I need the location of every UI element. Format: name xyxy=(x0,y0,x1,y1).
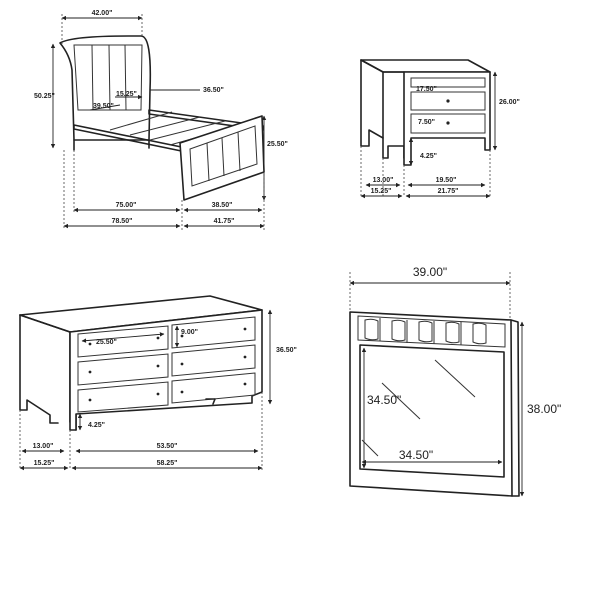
mirror-glass-width-label: 34.50" xyxy=(399,448,433,462)
bed-inner-length-label: 39.50" xyxy=(93,103,114,110)
bed-headboard-height-label: 50.25" xyxy=(34,93,55,100)
dresser-height-label: 36.50" xyxy=(276,347,297,354)
bed-foot-width-label: 38.50" xyxy=(212,202,233,209)
bed-slat-gap-label: 15.25" xyxy=(116,91,137,98)
dresser-leg-height-label: 4.25" xyxy=(88,422,105,429)
headboard xyxy=(59,35,152,151)
dresser-drawing: 25.50" 9.00" 36.50" 4.25" 13.00" 53.50" … xyxy=(19,295,297,471)
nightstand-depth-label: 15.25" xyxy=(371,188,392,195)
nightstand-leg-height-label: 4.25" xyxy=(420,153,437,160)
bed-footboard-height-label: 25.50" xyxy=(267,141,288,148)
dresser-width-label: 58.25" xyxy=(157,460,178,467)
nightstand-drawing: 17.50" 7.50" 26.00" 4.25" 13.00" 19.50" … xyxy=(360,59,520,199)
dresser-depth-inner-label: 13.00" xyxy=(33,443,54,450)
bed-rail-length-label: 75.00" xyxy=(116,202,137,209)
dresser-depth-label: 15.25" xyxy=(34,460,55,467)
mirror-drawing: 39.00" 38.00" 34.50" 34.50" xyxy=(349,265,561,497)
dresser-drawer-width-label: 25.50" xyxy=(96,339,117,346)
nightstand-depth-inner-label: 13.00" xyxy=(373,177,394,184)
bed-total-width-label: 41.75" xyxy=(214,218,235,225)
mirror-width-label: 39.00" xyxy=(413,265,447,279)
bed-inner-width-label: 36.50" xyxy=(203,87,224,94)
bed-width-top-label: 42.00" xyxy=(92,10,113,17)
nightstand-drawer-top-label: 17.50" xyxy=(416,86,437,93)
dresser-drawer-height-label: 9.00" xyxy=(181,329,198,336)
nightstand-width-inner-label: 19.50" xyxy=(436,177,457,184)
nightstand-height-label: 26.00" xyxy=(499,99,520,106)
mirror-height-label: 38.00" xyxy=(527,402,561,416)
nightstand-drawer-bottom-label: 7.50" xyxy=(418,119,435,126)
mirror-glass-height-label: 34.50" xyxy=(367,393,401,407)
dresser-width-inner-label: 53.50" xyxy=(157,443,178,450)
bed-drawing: 42.00" 50.25" 36.50" 15.25" 39.50" 25.50… xyxy=(34,10,288,230)
bed-total-length-label: 78.50" xyxy=(112,218,133,225)
footboard xyxy=(179,115,265,201)
nightstand-width-label: 21.75" xyxy=(438,188,459,195)
